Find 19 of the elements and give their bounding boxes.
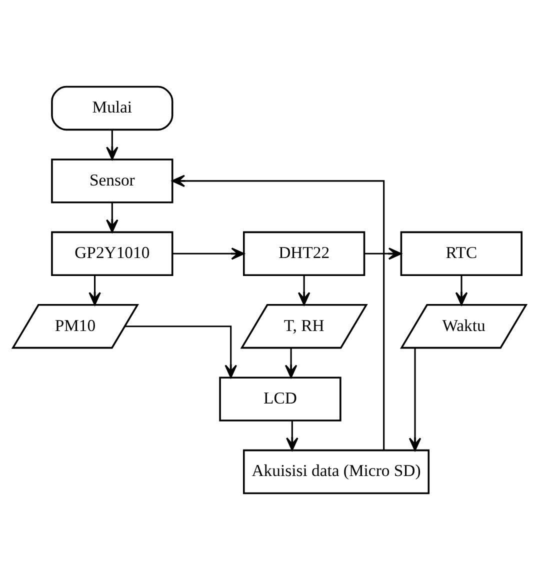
node-box: Mulai <box>51 86 174 131</box>
arrow <box>124 326 237 378</box>
node-box: GP2Y1010 <box>51 231 174 276</box>
arrow <box>364 248 402 260</box>
arrow <box>106 202 118 233</box>
node-box: Sensor <box>51 158 174 204</box>
arrow <box>172 248 245 260</box>
arrow <box>284 348 298 378</box>
arrow <box>88 275 101 306</box>
node-box: LCD <box>219 376 342 422</box>
node-box: DHT22 <box>242 231 366 276</box>
arrow <box>172 174 385 450</box>
arrow <box>286 420 298 451</box>
arrow <box>106 130 118 160</box>
arrow <box>455 275 468 306</box>
node-box: Akuisisi data (Micro SD) <box>242 449 430 494</box>
arrow <box>408 348 422 451</box>
arrow <box>298 275 310 306</box>
node-box: RTC <box>400 231 522 276</box>
